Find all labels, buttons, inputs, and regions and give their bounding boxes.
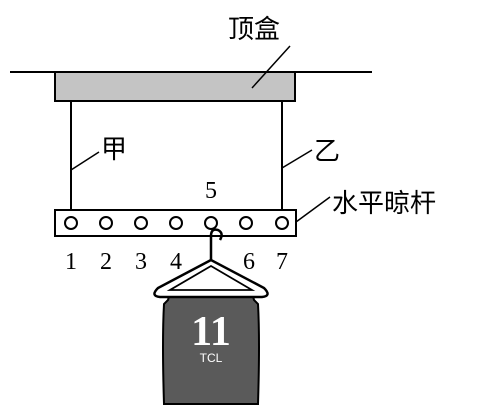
rail-hole-4	[169, 216, 183, 230]
rail-holes	[64, 216, 289, 230]
rail-hole-1	[64, 216, 78, 230]
rail-hole-3	[134, 216, 148, 230]
hole-label-5: 5	[205, 178, 217, 204]
top-box-leader	[251, 45, 291, 89]
rail-hole-6	[239, 216, 253, 230]
clothes-hanger	[153, 228, 269, 299]
rail-hole-7	[275, 216, 289, 230]
hole-label-1: 1	[65, 249, 77, 275]
top-box	[54, 71, 296, 102]
rope-b-leader	[281, 149, 313, 169]
hole-label-3: 3	[135, 249, 147, 275]
rail-hole-2	[99, 216, 113, 230]
hanger-hook	[209, 228, 223, 260]
hole-label-2: 2	[100, 249, 112, 275]
rail-hole-5	[204, 216, 218, 230]
jersey-brand: TCL	[200, 351, 223, 365]
hole-label-7: 7	[276, 249, 288, 275]
rail-leader	[295, 196, 331, 223]
rail-label: 水平晾杆	[332, 189, 436, 219]
rope-a-label: 甲	[101, 135, 127, 165]
hole-label-4: 4	[170, 249, 182, 275]
hanger-body-inner	[166, 264, 256, 291]
rope-b-label: 乙	[314, 137, 340, 167]
jersey-number: 11	[191, 309, 231, 355]
top-box-label: 顶盒	[228, 15, 280, 45]
hole-label-6: 6	[243, 249, 255, 275]
rope-a-leader	[70, 151, 100, 171]
